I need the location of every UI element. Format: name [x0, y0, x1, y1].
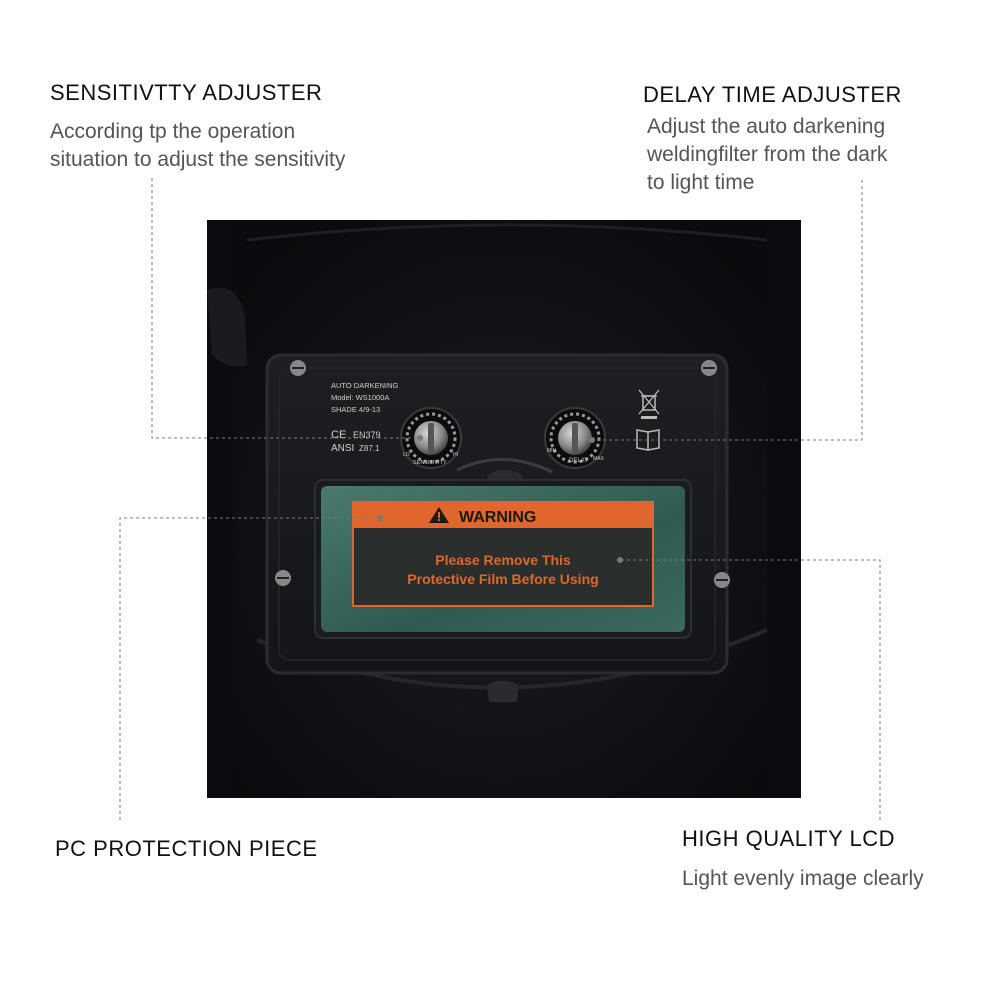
screw-bottom-right	[714, 572, 730, 588]
sensitivity-lo-label: LO	[403, 452, 410, 458]
warning-sticker: WARNING Please Remove This Protective Fi…	[352, 501, 654, 607]
brand-line-2: Model: WS1000A	[331, 393, 389, 402]
brand-line-3: SHADE 4/9-13	[331, 405, 380, 414]
sensitivity-adjuster-description: According tp the operation situation to …	[50, 120, 346, 171]
sensitivity-knob[interactable]: SENSITIVITY LO HI	[400, 407, 462, 469]
ce-mark: CE	[331, 429, 346, 441]
brand-line-1: AUTO DARKENING	[331, 381, 399, 390]
high-quality-lcd-title: HIGH QUALITY LCD	[682, 826, 895, 851]
warning-triangle-icon	[429, 507, 449, 523]
screw-bottom-left	[275, 570, 291, 586]
warning-line-2: Protective Film Before Using	[407, 571, 598, 587]
helmet-photo: AUTO DARKENING Model: WS1000A SHADE 4/9-…	[207, 220, 801, 798]
delay-max-label: MAX	[593, 456, 605, 462]
cert-line-2-suffix: Z87.1	[359, 444, 380, 453]
delay-time-adjuster-description: Adjust the auto darkening weldingfilter …	[647, 115, 888, 194]
screw-top-left	[290, 360, 306, 376]
sensitivity-knob-label: SENSITIVITY	[413, 460, 447, 466]
delay-time-adjuster-title: DELAY TIME ADJUSTER	[643, 82, 902, 107]
pc-protection-piece-title: PC PROTECTION PIECE	[55, 836, 318, 861]
cert-line-2-prefix: ANSI	[331, 443, 354, 454]
delay-knob-label: DELAY	[569, 458, 588, 464]
delay-knob[interactable]: DELAY MIN MAX	[544, 407, 606, 469]
high-quality-lcd-description: Light evenly image clearly	[682, 867, 924, 890]
cert-line-1: EN379	[353, 430, 381, 440]
screw-top-right	[701, 360, 717, 376]
helmet-illustration: AUTO DARKENING Model: WS1000A SHADE 4/9-…	[207, 220, 801, 798]
bottom-tab	[487, 680, 519, 702]
sensitivity-hi-label: HI	[453, 452, 458, 458]
warning-line-1: Please Remove This	[435, 552, 571, 568]
warning-heading: WARNING	[459, 509, 536, 526]
sensitivity-adjuster-title: SENSITIVTTY ADJUSTER	[50, 80, 323, 105]
delay-min-label: MIN	[547, 448, 557, 454]
